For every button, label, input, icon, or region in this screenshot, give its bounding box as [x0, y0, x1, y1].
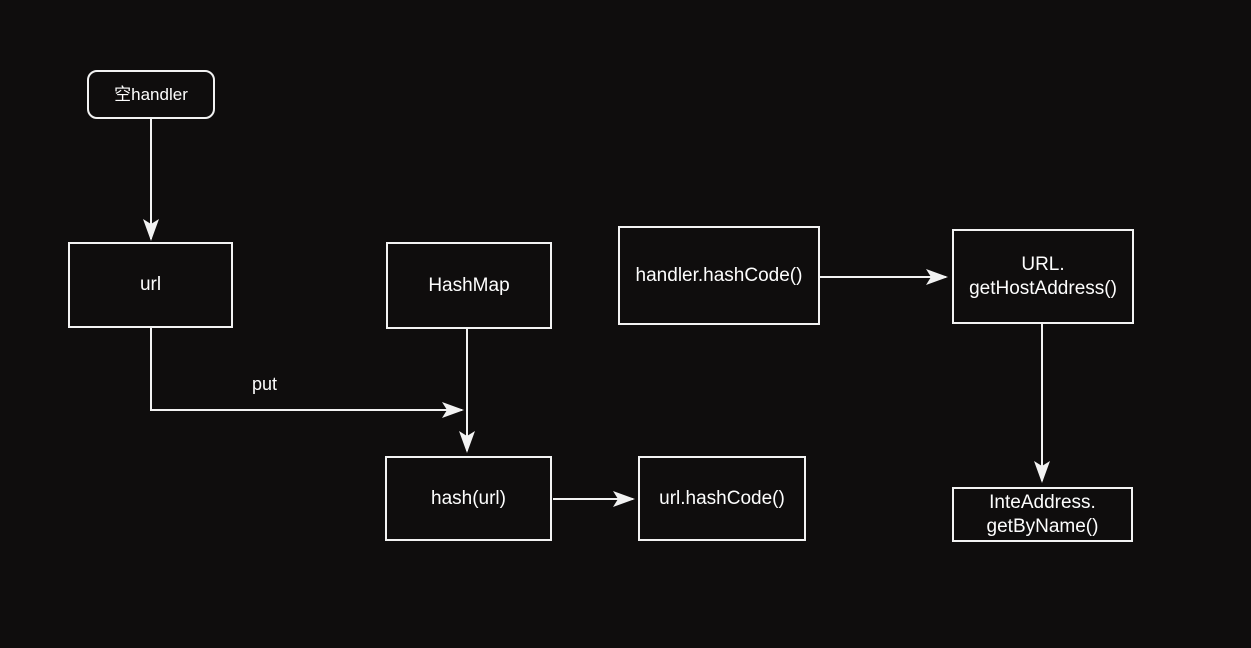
node-url: url: [68, 242, 233, 328]
node-handler-hashcode: handler.hashCode(): [618, 226, 820, 325]
node-hashmap: HashMap: [386, 242, 552, 329]
edge-url-put-to-hashmap-line: [150, 328, 464, 418]
node-inteaddress-getbyname: InteAddress. getByName(): [952, 487, 1133, 542]
node-url-gethostaddress: URL. getHostAddress(): [952, 229, 1134, 324]
edge-label-put: put: [252, 374, 278, 394]
node-url-hashcode: url.hashCode(): [638, 456, 806, 541]
node-empty-handler: 空handler: [87, 70, 215, 119]
node-hash-url: hash(url): [385, 456, 552, 541]
